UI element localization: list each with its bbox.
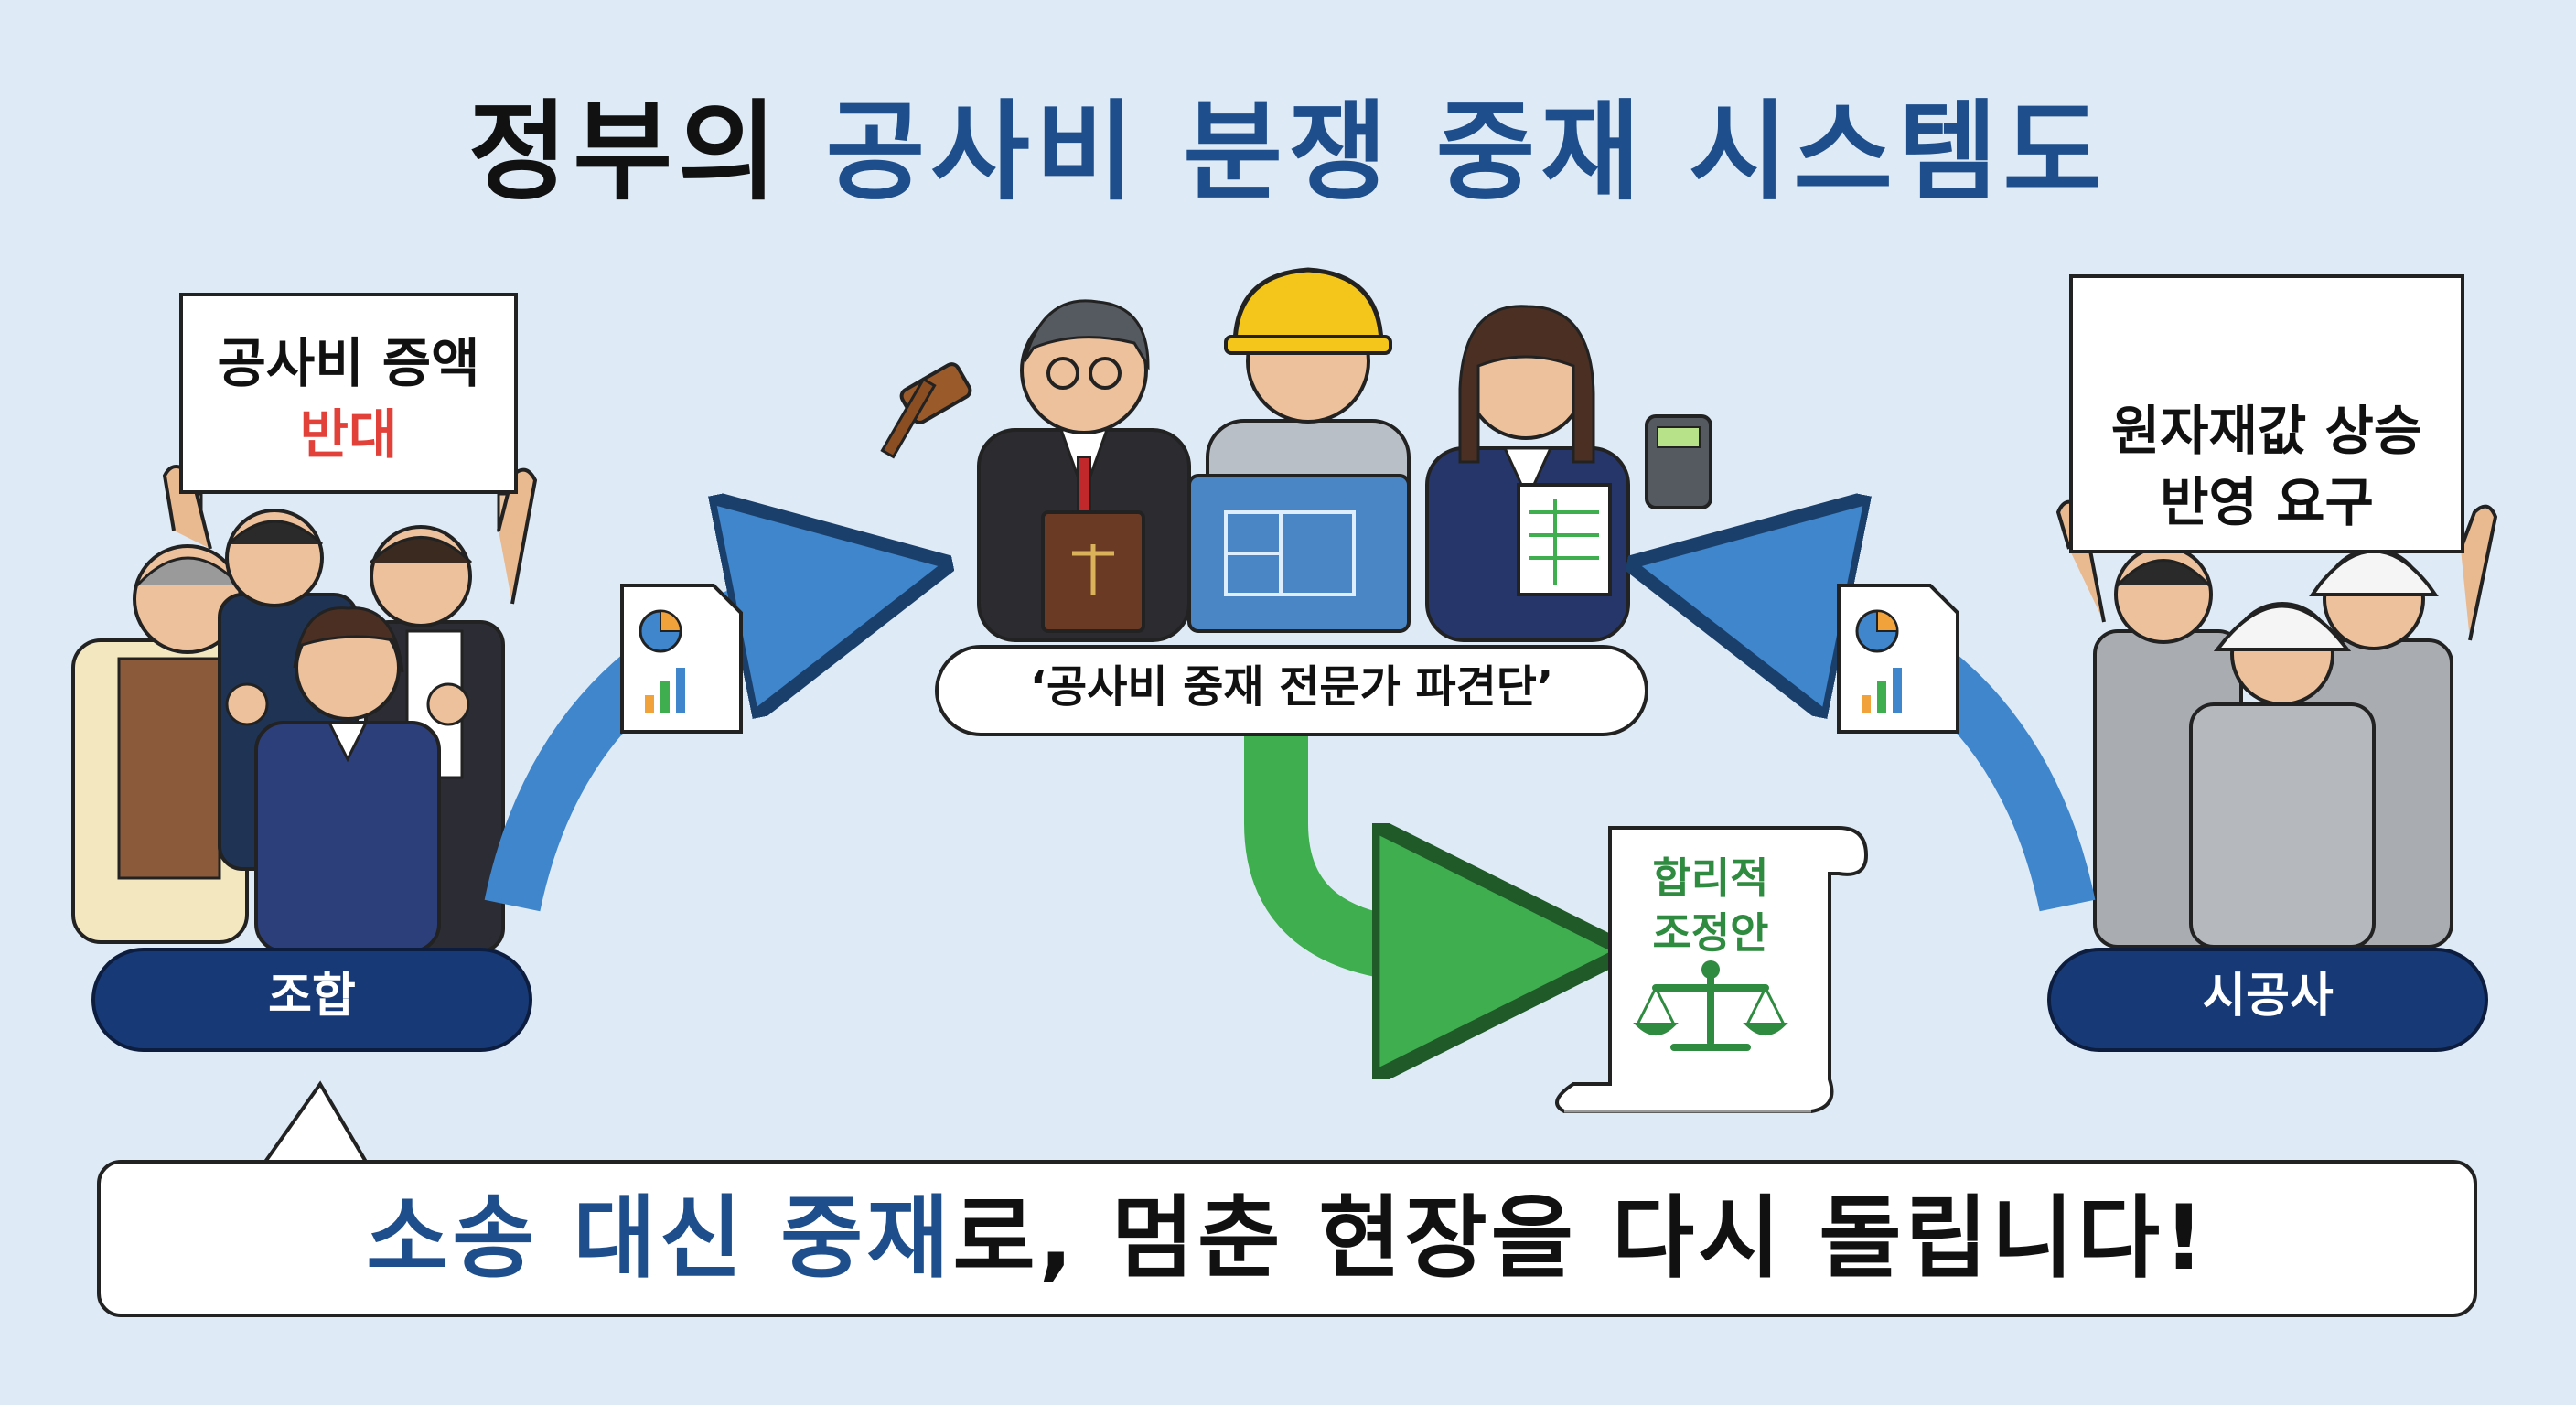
team-to-proposal-arrow	[1244, 732, 1500, 951]
hard-hat-icon	[1224, 267, 1392, 355]
slogan-part2: 로, 멈춘 현장을 다시 돌립니다!	[952, 1186, 2208, 1291]
title-part1: 정부의	[467, 89, 826, 215]
contractor-sign-line1: 원자재값 상승	[2110, 400, 2423, 462]
slogan-callout: 소송 대신 중재로, 멈춘 현장을 다시 돌립니다!	[97, 1160, 2477, 1317]
report-document-icon-left	[620, 584, 743, 734]
spreadsheet-icon	[1517, 483, 1612, 596]
gavel-icon	[880, 362, 972, 459]
contractor-label: 시공사	[2047, 948, 2488, 1052]
balance-scale-icon	[1633, 960, 1788, 1051]
blueprint-icon	[1187, 474, 1411, 633]
proposal-line2: 조정안	[1652, 908, 1769, 958]
proposal-text: 합리적 조정안	[1573, 851, 1848, 960]
title-part2: 공사비 분쟁 중재 시스템도	[825, 89, 2109, 215]
union-protest-sign: 공사비 증액 반대	[179, 293, 518, 494]
slogan-part1: 소송 대신 중재	[366, 1186, 953, 1291]
union-label: 조합	[91, 948, 532, 1052]
contractor-protest-sign: 원자재값 상승 반영 요구	[2069, 274, 2464, 553]
union-sign-line1: 공사비 증액	[217, 332, 480, 394]
proposal-line1: 합리적	[1652, 853, 1769, 903]
callout-tail	[262, 1080, 370, 1164]
contractor-workers-figure	[2055, 499, 2498, 949]
left-sign-sticks	[187, 492, 513, 532]
report-document-icon-right	[1837, 584, 1959, 734]
mediation-team-label: ‘공사비 중재 전문가 파견단’	[935, 645, 1648, 736]
calculator-icon	[1645, 414, 1712, 509]
page-title: 정부의 공사비 분쟁 중재 시스템도	[0, 64, 2576, 220]
union-members-figure	[71, 465, 538, 953]
law-book-icon	[1041, 510, 1145, 633]
contractor-sign-line2: 반영 요구	[2160, 471, 2374, 533]
union-sign-line2: 반대	[299, 403, 398, 466]
mediation-team-figure	[880, 267, 1712, 642]
